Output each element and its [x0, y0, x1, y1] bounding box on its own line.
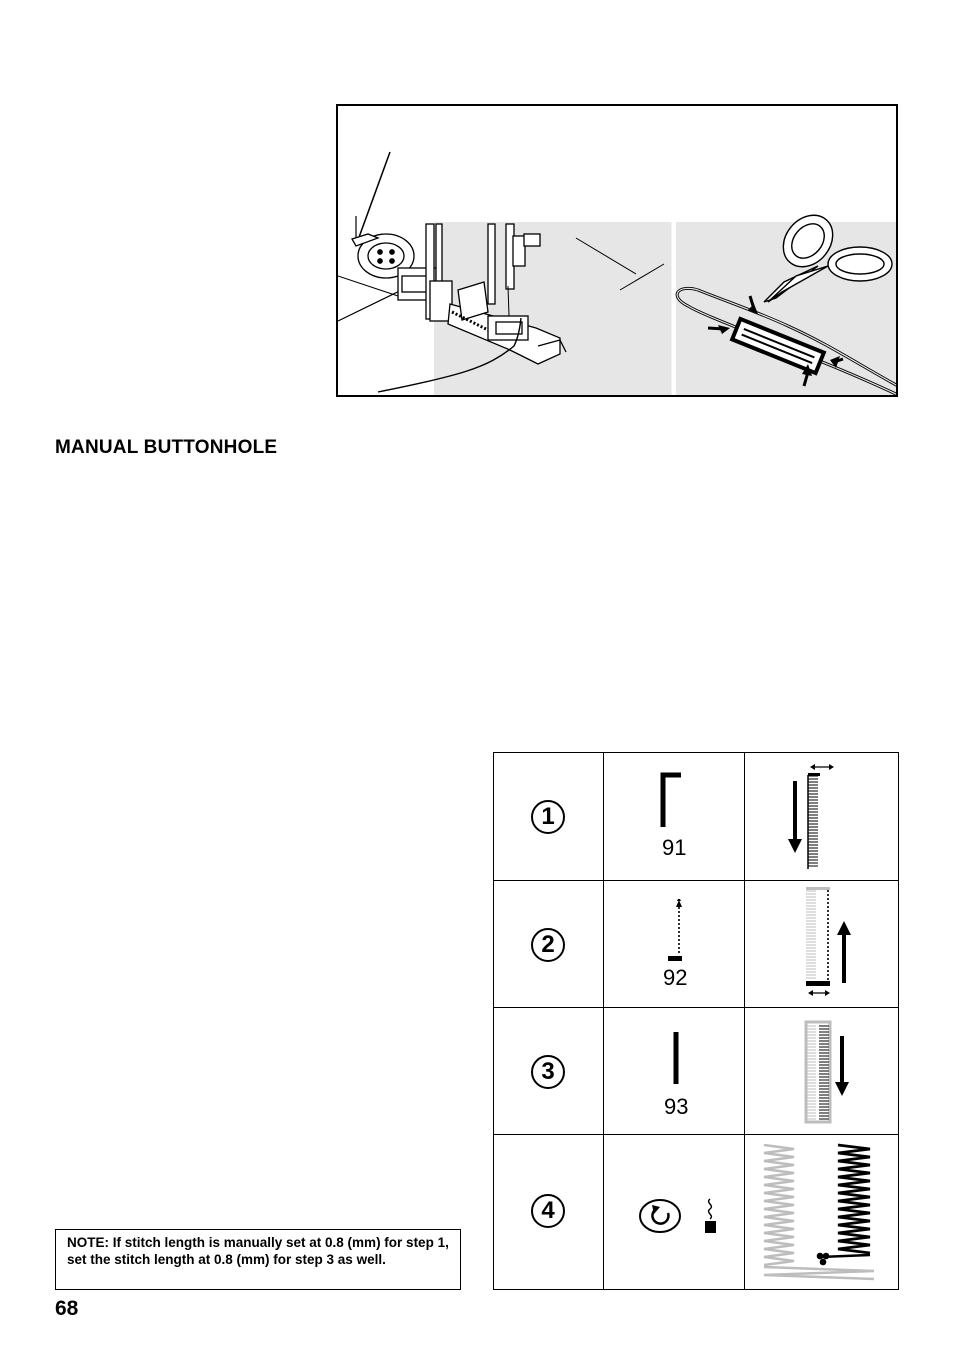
pattern-93-icon [673, 1032, 679, 1084]
pattern-91-icon [660, 772, 681, 827]
pattern-number: 92 [663, 965, 688, 990]
note-box: NOTE: If stitch length is manually set a… [55, 1229, 461, 1290]
buttonhole-steps-table: 1 91 2 92 [493, 752, 899, 1290]
step4-stitch-icon [763, 1143, 875, 1281]
step-row-1: 1 91 [494, 753, 898, 880]
locking-stitch-icon [705, 1198, 716, 1233]
buttonhole-foot-drawing [447, 281, 567, 365]
buttonhole-illustration [336, 104, 898, 397]
pattern-number: 93 [664, 1094, 689, 1119]
page-number: 68 [55, 1297, 79, 1320]
step-row-3: 3 93 [494, 1007, 898, 1134]
column-divider [603, 753, 604, 1289]
reverse-button-icon [639, 1199, 681, 1233]
step-number: 2 [531, 928, 565, 962]
step-row-4: 4 [494, 1134, 898, 1290]
step-number: 3 [531, 1055, 565, 1089]
cutting-buttonhole-drawing [675, 214, 896, 395]
step-number: 1 [531, 800, 565, 834]
step-number: 4 [531, 1194, 565, 1228]
step-row-2: 2 92 [494, 880, 898, 1007]
pattern-number: 91 [662, 835, 687, 860]
button-holder-drawing [351, 233, 437, 301]
step1-stitch-icon [788, 764, 834, 869]
step2-stitch-icon [806, 887, 851, 996]
needle-bar-drawing [425, 223, 541, 347]
column-divider [744, 753, 745, 1289]
scissors-drawing [763, 214, 893, 303]
step3-stitch-icon [804, 1020, 849, 1124]
pattern-92-icon [668, 899, 682, 961]
section-heading: MANUAL BUTTONHOLE [55, 437, 278, 458]
